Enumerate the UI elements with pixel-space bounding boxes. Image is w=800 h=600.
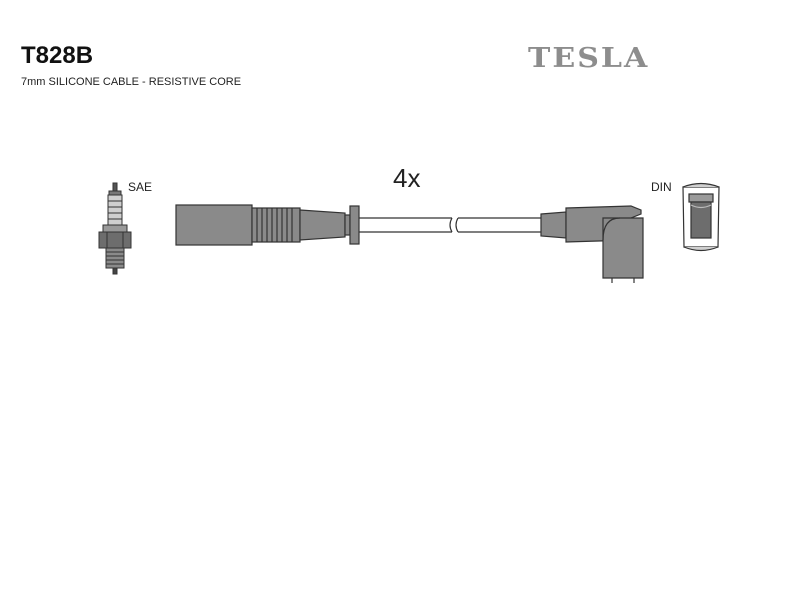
- spark-plug-icon: [98, 182, 132, 275]
- angled-boot-icon: [540, 205, 644, 283]
- cable-icon: [359, 217, 541, 233]
- straight-boot-icon: [175, 204, 360, 246]
- quantity-label: 4x: [393, 163, 421, 193]
- part-number: T828B: [21, 42, 94, 69]
- sae-label: SAE: [128, 180, 153, 194]
- cable-description: 7mm SILICONE CABLE - RESISTIVE CORE: [21, 76, 242, 88]
- din-terminal-icon: [682, 182, 720, 252]
- din-label: DIN: [651, 180, 672, 194]
- brand-logo: TESLA: [528, 42, 650, 75]
